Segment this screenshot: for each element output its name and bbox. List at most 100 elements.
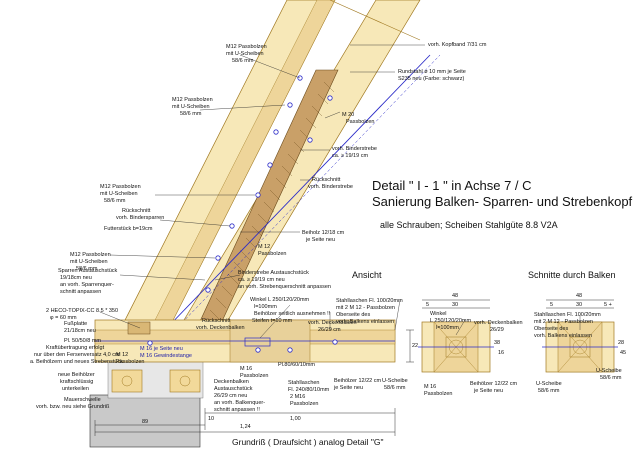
label-fuss-2: 21/18cm neu xyxy=(64,328,96,334)
label-stl-3: 2 M16 xyxy=(290,394,306,400)
label-s-sfl-1: Stahllaschen Fl. 100/20mm xyxy=(534,312,601,318)
label-rueck-5: Rückschnitt xyxy=(202,318,231,324)
label-s-m16-a: M 16 xyxy=(424,384,437,390)
label-rueck-1: Rückschnitt xyxy=(312,177,341,183)
label-sparren-4: schnitt anpassen xyxy=(60,289,102,295)
label-beih-2: je Seite neu xyxy=(306,237,336,243)
beam-assembly xyxy=(94,319,396,393)
dim-89: 89 xyxy=(142,419,149,425)
label-sparren-2: 19/18cm neu xyxy=(60,275,92,281)
label-m12-e-3: 58/6 mm xyxy=(76,266,98,272)
dim-16: 16 xyxy=(498,350,505,356)
label-vdb-1: vorh. Deckenbalken xyxy=(308,320,357,326)
label-sek-2: M 16 Gewindestange xyxy=(140,353,192,359)
label-db-3: 26/29 cm neu xyxy=(214,393,248,399)
label-winkel-3: Beihölzer seitlich ausnehmen !! xyxy=(254,311,331,317)
label-db-4: an vorh. Balkenquer- xyxy=(214,400,266,406)
label-m12-c-1: M12 Passbolzen xyxy=(100,184,141,190)
label-s-winkel-1: Winkel xyxy=(430,311,447,317)
leader-lines xyxy=(99,44,581,339)
label-kopfband: vorh. Kopfband 7/31 cm xyxy=(428,42,487,48)
dim-48-a: 48 xyxy=(452,293,459,299)
dim-38: 38 xyxy=(494,340,501,346)
label-rueck-3: Rückschnitt xyxy=(122,208,151,214)
label-m12-c-3: 58/6 mm xyxy=(104,198,126,204)
dim-45: 45 xyxy=(620,350,627,356)
label-db-2: Austauschstück xyxy=(214,386,253,392)
label-s-us-4: 58/6 mm xyxy=(538,388,560,394)
label-s-beih-1: Beihölzer 12/22 cm xyxy=(470,381,518,387)
label-m12-e-1: M12 Passbolzen xyxy=(70,252,111,258)
label-kraft-3: a. Beihölzern und neues Strebenstück xyxy=(30,359,123,365)
label-sek-1: M 16 je Seite neu xyxy=(140,346,183,352)
label-mauer-2: vorh. bzw. neu siehe Grundriß xyxy=(36,404,110,410)
label-heco-1: 2 HECO-TOPIX-CC 8.5 * 350 xyxy=(46,308,119,314)
label-sek-3: M 16 xyxy=(240,366,253,372)
dim-5-c: 5 + xyxy=(604,302,612,308)
label-beih-1: Beiholz 12/18 cm xyxy=(302,230,345,236)
label-m12-b-2: mit U-Scheiben xyxy=(172,104,210,110)
label-futter: Futterstück b=19cm xyxy=(104,226,153,232)
dim-10: 10 xyxy=(208,416,215,422)
label-db-5: schnitt anpassen !! xyxy=(214,407,260,413)
label-pl-2: Pl.80/60/10mm xyxy=(278,362,315,368)
label-us-2: 58/6 mm xyxy=(384,385,406,391)
label-s-winkel-2: L 250/120/20mm xyxy=(430,318,472,324)
section-view-2 xyxy=(542,299,618,373)
label-winkel-4: Steifen t=10 mm xyxy=(252,318,293,324)
label-beinew-3: unterkeilen xyxy=(62,386,89,392)
label-vdb-2: 26/29 cm xyxy=(318,327,341,333)
label-strebe-2: ca. ≥ 19/19 cm neu xyxy=(238,277,285,283)
label-m12-e-2: mit U-Scheiben xyxy=(70,259,108,265)
label-strebe-1: Binderstrebe Austauschstück xyxy=(238,270,309,276)
dim-30-a: 30 xyxy=(452,302,459,308)
label-fuss-1: Fußplatte xyxy=(64,321,88,327)
detail-title: Detail " I - 1 " in Achse 7 / C xyxy=(372,178,532,193)
label-m12-b-3: 58/6 mm xyxy=(180,111,202,117)
label-s-db-1: vorh. Deckenbalken xyxy=(474,320,523,326)
label-m12-a-2: mit U-Scheiben xyxy=(226,51,264,57)
heading-schnitte: Schnitte durch Balken xyxy=(528,270,616,280)
dim-30-b: 30 xyxy=(576,302,583,308)
dim-100: 1,00 xyxy=(290,416,301,422)
label-binder-1: vorh. Binderstrebe xyxy=(332,146,377,152)
label-sparren-1: Sparren Austauschstück xyxy=(58,268,118,274)
label-mauer-1: Mauerschwelle xyxy=(64,397,101,403)
dimension-lines xyxy=(94,329,414,436)
dim-5-b: 5 xyxy=(550,302,554,308)
label-pl: Pl. 50/50/8 mm xyxy=(64,338,101,344)
label-s-us-2: 58/6 mm xyxy=(600,375,622,381)
label-db-1: Deckenbalken xyxy=(214,379,249,385)
label-m12-d: M 12 xyxy=(258,244,271,250)
label-sfl-2: mit 2 M 12 - Passbolzen xyxy=(336,305,395,311)
label-s-us-3: U-Scheibe xyxy=(536,381,562,387)
label-stl-4: Passbolzen xyxy=(290,401,319,407)
label-s-winkel-3: l=100mm xyxy=(436,325,459,331)
label-m12-a-3: 58/6 mm xyxy=(232,58,254,64)
label-winkel-1: Winkel L 250/120/20mm xyxy=(250,297,310,303)
dim-5-a: 5 xyxy=(426,302,430,308)
dim-124: 1,24 xyxy=(240,424,251,430)
label-stl-2: Fl. 240/80/10mm xyxy=(288,387,330,393)
label-heco-2: φ = 60 mm xyxy=(50,315,77,321)
label-beinew-1: neue Beihölzer xyxy=(58,372,95,378)
label-m12-b-1: M12 Passbolzen xyxy=(172,97,213,103)
label-winkel-2: l=100mm xyxy=(254,304,277,310)
label-kraft-2: nur über den Fersenversatz 4,0 cm xyxy=(34,352,120,358)
rafter-assembly xyxy=(119,0,441,331)
bolts xyxy=(205,75,333,293)
label-m12-a-1: M12 Passbolzen xyxy=(226,44,267,50)
dim-28: 28 xyxy=(618,340,625,346)
label-rueck-6: vorh. Deckenbalken xyxy=(196,325,245,331)
label-s-beih-2: je Seite neu xyxy=(474,388,504,394)
label-beih-4: je Seite neu xyxy=(334,385,364,391)
label-strebe-3: an vorh. Strebenquerschnitt anpassen xyxy=(238,284,331,290)
label-beinew-2: kraftschlüssig xyxy=(60,379,94,385)
label-sfl-3: Oberseite des xyxy=(336,312,371,318)
label-beih-3: Beihölzer 12/22 cm xyxy=(334,378,382,384)
material-note: alle Schrauben; Scheiben Stahlgüte 8.8 V… xyxy=(380,220,558,230)
label-rundstahl-2: S235 neu (Farbe: schwarz) xyxy=(398,76,465,82)
dim-48-b: 48 xyxy=(576,293,583,299)
label-m12-f-2: Passbolzen xyxy=(116,359,145,365)
